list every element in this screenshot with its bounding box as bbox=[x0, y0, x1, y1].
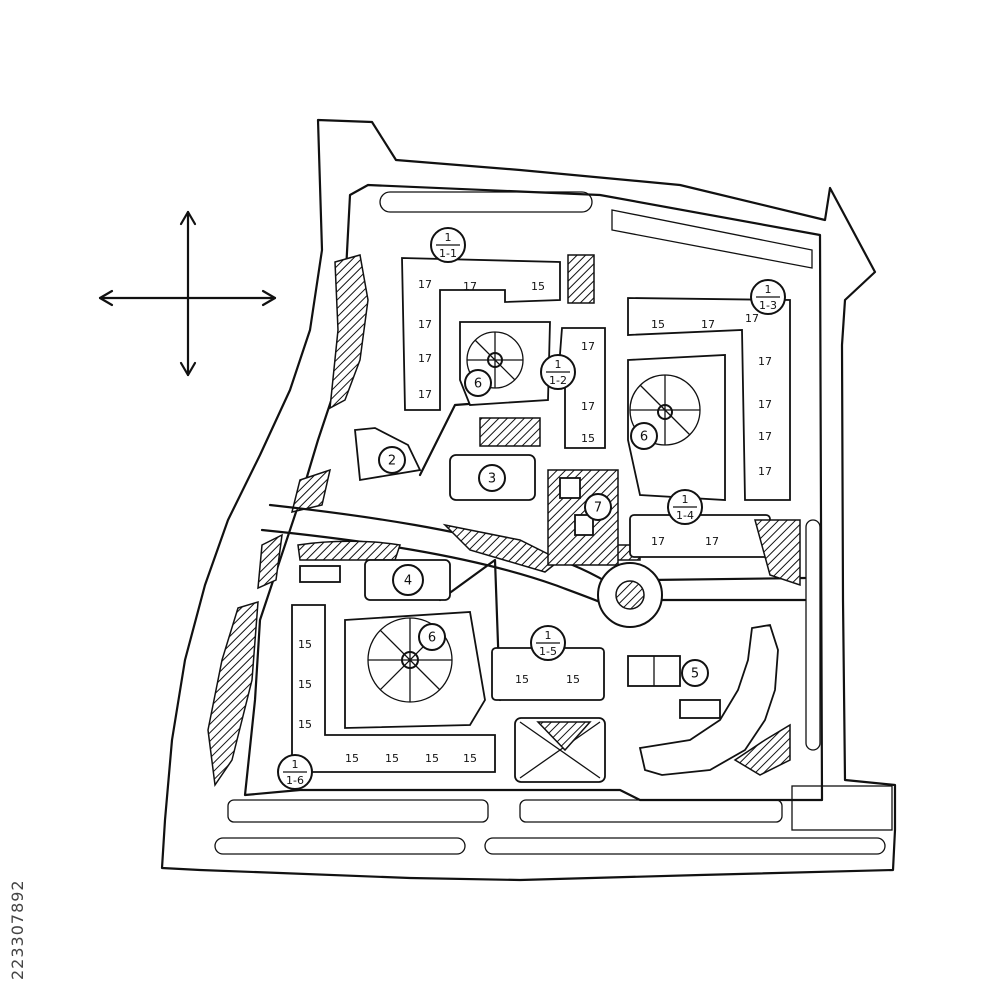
svg-text:6: 6 bbox=[640, 430, 648, 445]
svg-text:1-1: 1-1 bbox=[439, 247, 457, 260]
perimeter-strips bbox=[207, 191, 893, 855]
svg-text:17: 17 bbox=[418, 388, 432, 401]
svg-text:15: 15 bbox=[298, 638, 312, 651]
svg-text:17: 17 bbox=[581, 340, 595, 353]
svg-text:17: 17 bbox=[705, 535, 719, 548]
site-boundary bbox=[160, 118, 897, 882]
svg-text:15: 15 bbox=[385, 752, 399, 765]
tag-1-5: 1 1-5 bbox=[530, 625, 566, 661]
svg-text:15: 15 bbox=[298, 678, 312, 691]
svg-text:15: 15 bbox=[425, 752, 439, 765]
zone-labels: 2 3 4 5 6 6 6 7 bbox=[378, 369, 709, 687]
svg-text:5: 5 bbox=[691, 667, 699, 682]
building-tags: 1 1-1 1 1-2 1 1-3 1 1-4 1 1-5 bbox=[277, 227, 786, 790]
svg-text:7: 7 bbox=[594, 501, 602, 516]
svg-text:17: 17 bbox=[418, 278, 432, 291]
roundabout bbox=[597, 562, 663, 628]
parks bbox=[344, 321, 726, 729]
svg-text:1-3: 1-3 bbox=[759, 299, 777, 312]
svg-text:17: 17 bbox=[418, 352, 432, 365]
svg-text:17: 17 bbox=[418, 318, 432, 331]
svg-text:17: 17 bbox=[758, 355, 772, 368]
inner-block bbox=[243, 183, 824, 802]
svg-text:1: 1 bbox=[682, 493, 689, 506]
stock-id-label: 223307892 bbox=[8, 879, 27, 980]
svg-text:6: 6 bbox=[474, 377, 482, 392]
svg-text:1: 1 bbox=[445, 231, 452, 244]
svg-text:17: 17 bbox=[758, 430, 772, 443]
svg-text:1-6: 1-6 bbox=[286, 774, 304, 787]
svg-text:1-5: 1-5 bbox=[539, 645, 557, 658]
svg-text:15: 15 bbox=[515, 673, 529, 686]
compass-icon bbox=[98, 210, 277, 377]
tag-1-4: 1 1-4 bbox=[667, 489, 703, 525]
svg-text:1: 1 bbox=[545, 629, 552, 642]
svg-text:17: 17 bbox=[758, 465, 772, 478]
svg-text:15: 15 bbox=[531, 280, 545, 293]
svg-text:1-4: 1-4 bbox=[676, 509, 694, 522]
tag-1-2: 1 1-2 bbox=[540, 354, 576, 390]
svg-text:1: 1 bbox=[765, 283, 772, 296]
svg-text:1: 1 bbox=[292, 758, 299, 771]
svg-text:15: 15 bbox=[566, 673, 580, 686]
svg-text:17: 17 bbox=[758, 398, 772, 411]
residential-buildings bbox=[291, 254, 801, 783]
svg-text:1-2: 1-2 bbox=[549, 374, 567, 387]
svg-text:17: 17 bbox=[701, 318, 715, 331]
svg-text:15: 15 bbox=[298, 718, 312, 731]
svg-text:4: 4 bbox=[404, 574, 412, 589]
svg-text:17: 17 bbox=[745, 312, 759, 325]
svg-text:2: 2 bbox=[388, 454, 396, 469]
svg-text:17: 17 bbox=[463, 280, 477, 293]
svg-text:6: 6 bbox=[428, 631, 436, 646]
svg-text:15: 15 bbox=[345, 752, 359, 765]
tag-1-6: 1 1-6 bbox=[277, 754, 313, 790]
svg-text:15: 15 bbox=[463, 752, 477, 765]
svg-text:1: 1 bbox=[555, 358, 562, 371]
svg-text:3: 3 bbox=[488, 472, 496, 487]
height-labels: 17 17 15 17 17 17 17 17 15 15 17 17 17 1… bbox=[298, 278, 772, 765]
svg-text:15: 15 bbox=[651, 318, 665, 331]
tag-1-3: 1 1-3 bbox=[750, 279, 786, 315]
svg-text:17: 17 bbox=[581, 400, 595, 413]
svg-text:15: 15 bbox=[581, 432, 595, 445]
tag-1-1: 1 1-1 bbox=[430, 227, 466, 263]
svg-text:17: 17 bbox=[651, 535, 665, 548]
